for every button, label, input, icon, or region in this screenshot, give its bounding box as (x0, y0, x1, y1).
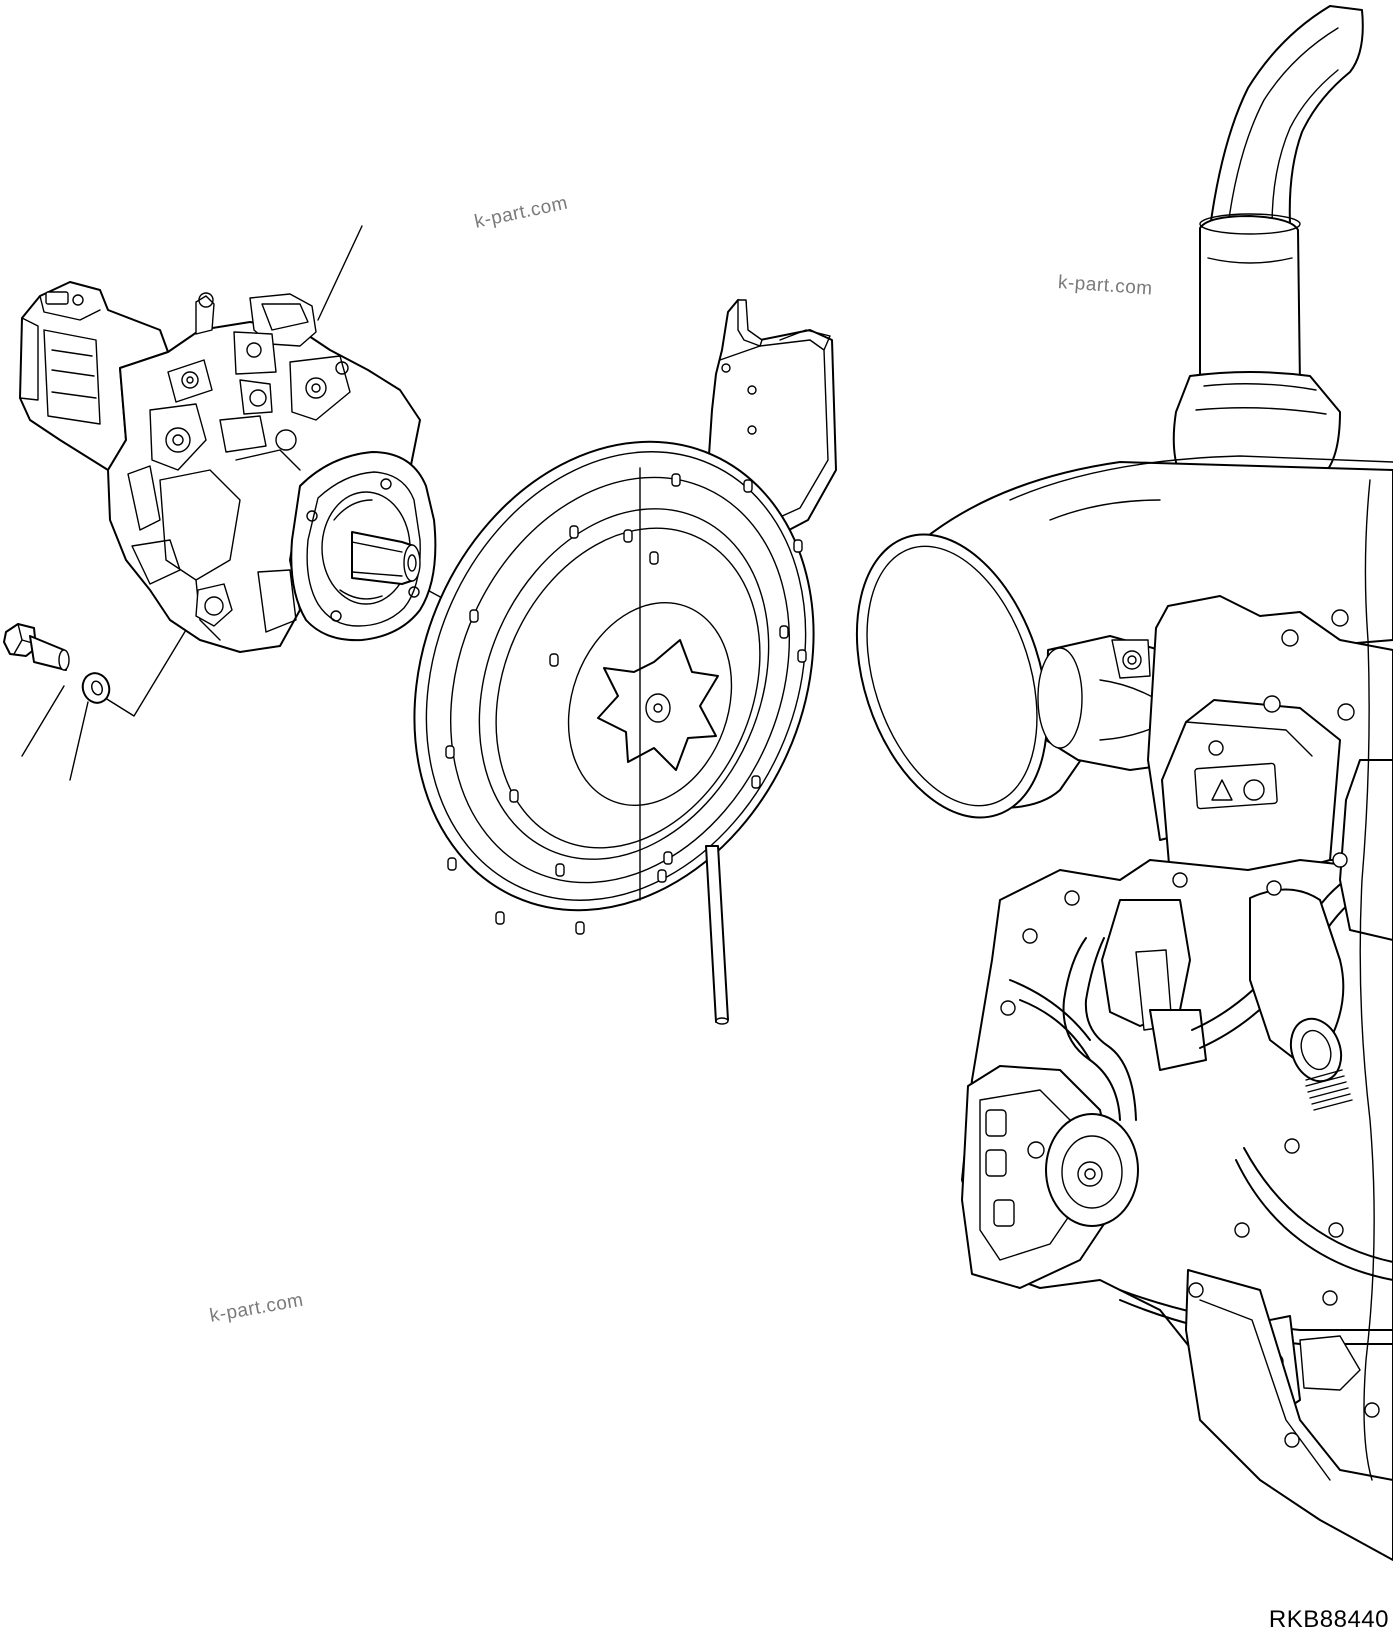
leader-line-pump (317, 225, 363, 321)
mount-line-washer-to-pump (101, 619, 193, 717)
washer-icon[interactable] (79, 669, 114, 706)
leader-line-bolt (21, 685, 65, 757)
pump-icon[interactable] (19, 281, 437, 653)
drawing-code: RKB88440 (1268, 1606, 1389, 1633)
engine-icon[interactable] (823, 5, 1393, 1561)
warning-decal (1194, 762, 1278, 810)
engine-bolts (1000, 609, 1380, 1448)
bolt-icon[interactable] (3, 623, 70, 671)
flywheel-icon[interactable] (342, 299, 886, 1025)
spring-coil (1305, 1069, 1353, 1111)
flywheel-pins (445, 473, 807, 935)
leader-line-washer (69, 701, 89, 781)
